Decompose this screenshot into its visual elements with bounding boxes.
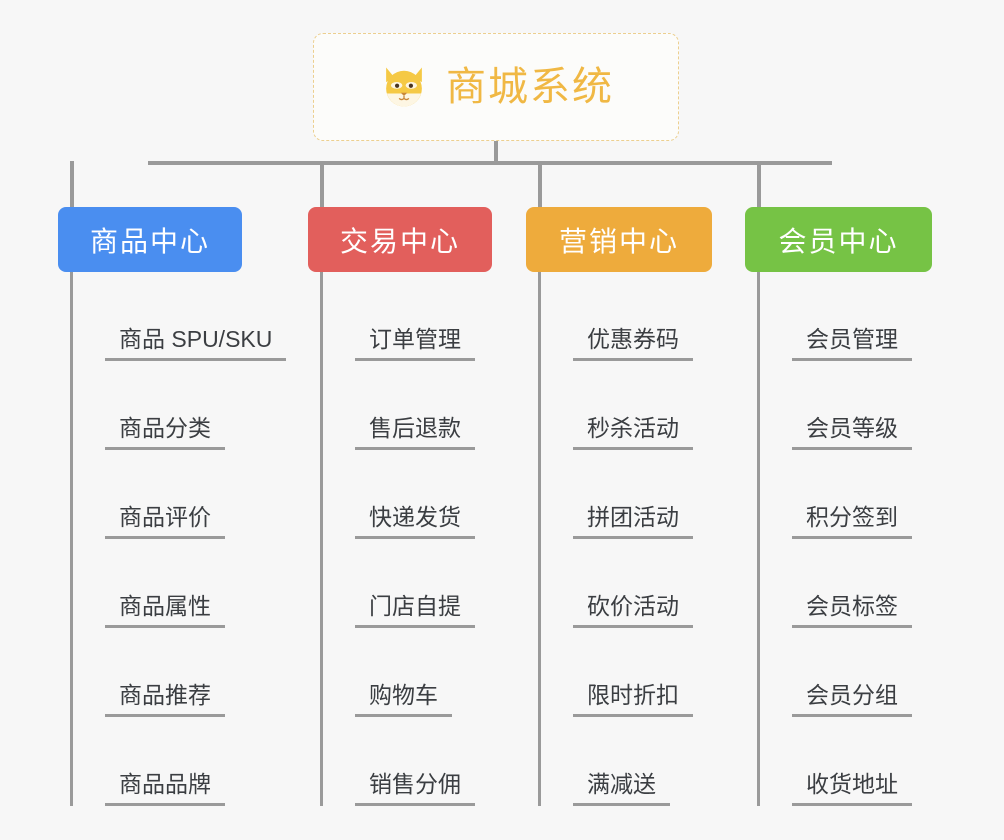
leaf-label: 满减送: [573, 771, 670, 806]
list-item[interactable]: 拼团活动: [541, 450, 712, 539]
leaf-label: 商品品牌: [105, 771, 225, 806]
list-item[interactable]: 商品 SPU/SKU: [73, 272, 287, 361]
leaf-label: 积分签到: [792, 504, 912, 539]
category-label: 交易中心: [339, 225, 460, 257]
leaf-label: 会员等级: [792, 415, 912, 450]
leaf-label: 收货地址: [792, 771, 912, 806]
list-item[interactable]: 满减送: [541, 717, 712, 806]
root-node[interactable]: 商城系统: [313, 33, 679, 141]
list-item[interactable]: 会员分组: [760, 628, 932, 717]
leaf-label: 商品 SPU/SKU: [105, 326, 287, 361]
leaf-label: 限时折扣: [573, 682, 693, 717]
list-item[interactable]: 会员管理: [760, 272, 932, 361]
list-item[interactable]: 限时折扣: [541, 628, 712, 717]
list-item[interactable]: 会员等级: [760, 361, 932, 450]
list-item[interactable]: 会员标签: [760, 539, 932, 628]
leaf-label: 商品推荐: [105, 682, 225, 717]
leaf-label: 售后退款: [355, 415, 475, 450]
category-label: 商品中心: [89, 225, 210, 257]
list-item[interactable]: 商品品牌: [73, 717, 242, 806]
leaf-list-marketing-center: 优惠券码 秒杀活动 拼团活动 砍价活动 限时折扣 满减送: [538, 272, 712, 806]
category-label: 会员中心: [778, 225, 899, 257]
leaf-label: 会员管理: [792, 326, 912, 361]
leaf-label: 秒杀活动: [573, 415, 693, 450]
leaf-label: 会员分组: [792, 682, 912, 717]
connector-drop-product-center: [70, 161, 74, 207]
connector-drop-marketing-center: [538, 161, 542, 207]
leaf-list-trade-center: 订单管理 售后退款 快递发货 门店自提 购物车 销售分佣: [320, 272, 492, 806]
leaf-label: 购物车: [355, 682, 452, 717]
leaf-label: 商品属性: [105, 593, 225, 628]
category-header-trade-center[interactable]: 交易中心: [308, 207, 492, 272]
leaf-label: 订单管理: [355, 326, 475, 361]
connector-drop-trade-center: [320, 161, 324, 207]
category-label: 营销中心: [558, 225, 679, 257]
leaf-label: 砍价活动: [573, 593, 693, 628]
category-header-member-center[interactable]: 会员中心: [745, 207, 932, 272]
column-trade-center: 交易中心 订单管理 售后退款 快递发货 门店自提 购物车 销售分佣: [308, 207, 492, 806]
column-marketing-center: 营销中心 优惠券码 秒杀活动 拼团活动 砍价活动 限时折扣 满减送: [526, 207, 712, 806]
leaf-label: 门店自提: [355, 593, 475, 628]
list-item[interactable]: 秒杀活动: [541, 361, 712, 450]
leaf-label: 拼团活动: [573, 504, 693, 539]
root-title: 商城系统: [446, 65, 614, 109]
column-member-center: 会员中心 会员管理 会员等级 积分签到 会员标签 会员分组 收货地址: [745, 207, 932, 806]
list-item[interactable]: 购物车: [323, 628, 492, 717]
list-item[interactable]: 商品评价: [73, 450, 242, 539]
leaf-label: 商品评价: [105, 504, 225, 539]
leaf-label: 商品分类: [105, 415, 225, 450]
leaf-label: 会员标签: [792, 593, 912, 628]
list-item[interactable]: 订单管理: [323, 272, 492, 361]
list-item[interactable]: 商品分类: [73, 361, 242, 450]
leaf-label: 销售分佣: [355, 771, 475, 806]
leaf-label: 优惠券码: [573, 326, 693, 361]
list-item[interactable]: 收货地址: [760, 717, 932, 806]
list-item[interactable]: 砍价活动: [541, 539, 712, 628]
connector-horizontal-bus: [148, 161, 832, 165]
list-item[interactable]: 优惠券码: [541, 272, 712, 361]
list-item[interactable]: 门店自提: [323, 539, 492, 628]
connector-drop-member-center: [757, 161, 761, 207]
list-item[interactable]: 商品属性: [73, 539, 242, 628]
leaf-list-product-center: 商品 SPU/SKU 商品分类 商品评价 商品属性 商品推荐 商品品牌: [70, 272, 287, 806]
list-item[interactable]: 快递发货: [323, 450, 492, 539]
leaf-label: 快递发货: [355, 504, 475, 539]
category-header-product-center[interactable]: 商品中心: [58, 207, 242, 272]
leaf-list-member-center: 会员管理 会员等级 积分签到 会员标签 会员分组 收货地址: [757, 272, 932, 806]
connector-root-stem: [494, 141, 498, 165]
list-item[interactable]: 销售分佣: [323, 717, 492, 806]
category-header-marketing-center[interactable]: 营销中心: [526, 207, 712, 272]
column-product-center: 商品中心 商品 SPU/SKU 商品分类 商品评价 商品属性 商品推荐 商品品牌: [58, 207, 287, 806]
shiba-dog-face-icon: [378, 61, 430, 113]
list-item[interactable]: 商品推荐: [73, 628, 242, 717]
list-item[interactable]: 积分签到: [760, 450, 932, 539]
list-item[interactable]: 售后退款: [323, 361, 492, 450]
